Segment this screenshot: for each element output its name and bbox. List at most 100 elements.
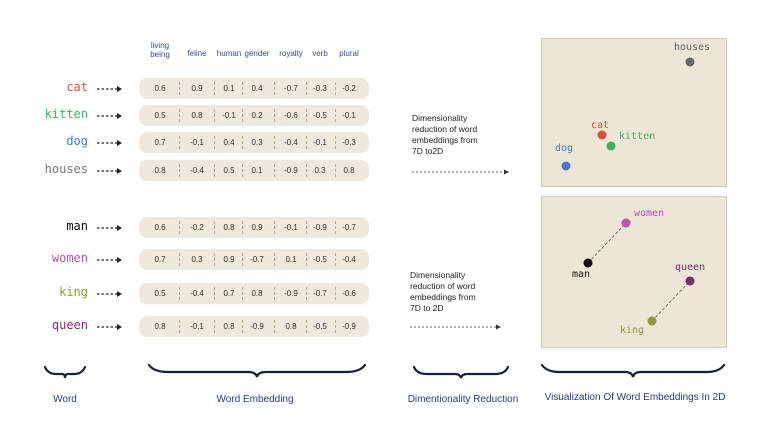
embedding-value: 0.5	[223, 166, 235, 175]
cell-divider	[242, 221, 243, 234]
embedding-value: 0.8	[343, 166, 355, 175]
cell-divider	[179, 82, 180, 95]
embedding-value: 0.3	[191, 255, 203, 264]
arrow-kitten	[97, 113, 122, 119]
embedding-value: -0.3	[342, 138, 356, 147]
label-kitten: kitten	[619, 131, 656, 142]
point-houses	[685, 57, 695, 67]
footer-visualization: Visualization Of Word Embeddings In 2D	[544, 392, 726, 403]
embedding-value: 0.7	[154, 255, 166, 264]
cell-divider	[335, 221, 336, 234]
embedding-value: 0.8	[191, 111, 203, 120]
footer-reduction: Dimentionality Reduction	[407, 394, 519, 405]
embedding-value: -0.1	[342, 111, 356, 120]
embedding-value: -0.3	[313, 84, 327, 93]
cell-divider	[274, 136, 275, 149]
reduction-note-top-text: Dimensionality reduction of word embeddi…	[412, 113, 478, 156]
embedding-value: -0.2	[342, 84, 356, 93]
arrow-houses	[97, 168, 122, 174]
cell-divider	[242, 164, 243, 177]
reduction-note-bottom-text: Dimensionality reduction of word embeddi…	[410, 270, 476, 313]
label-dog: dog	[555, 143, 574, 154]
label-houses: houses	[674, 42, 711, 53]
cell-divider	[179, 136, 180, 149]
cell-divider	[242, 82, 243, 95]
point-dog	[561, 161, 571, 171]
cell-divider	[335, 320, 336, 333]
embedding-value: 0.3	[314, 166, 326, 175]
cell-divider	[335, 82, 336, 95]
embedding-value: -0.4	[190, 289, 204, 298]
cell-divider	[306, 82, 307, 95]
word-label-cat: cat	[66, 80, 88, 94]
cell-divider	[242, 287, 243, 300]
embedding-value: -0.6	[342, 289, 356, 298]
cell-divider	[179, 164, 180, 177]
embedding-value: -0.1	[222, 111, 236, 120]
embedding-value: 0.2	[251, 111, 263, 120]
cell-divider	[214, 164, 215, 177]
cell-divider	[214, 136, 215, 149]
embedding-value: -0.1	[284, 223, 298, 232]
panel-animals-plot	[561, 57, 695, 171]
embedding-value: -0.1	[190, 322, 204, 331]
cell-divider	[306, 109, 307, 122]
cell-divider	[179, 221, 180, 234]
label-women: women	[634, 208, 665, 219]
embedding-value: 0.1	[285, 255, 297, 264]
embedding-value: -0.7	[342, 223, 356, 232]
embedding-value: -0.9	[284, 166, 298, 175]
embedding-value: 0.5	[154, 111, 166, 120]
cell-divider	[274, 320, 275, 333]
word-label-man: man	[66, 219, 88, 233]
column-header: gender	[244, 49, 270, 58]
brace-visualization	[541, 363, 725, 378]
arrow-cat	[97, 86, 122, 92]
cell-divider	[179, 253, 180, 266]
footer-word: Word	[53, 394, 77, 405]
cell-divider	[335, 164, 336, 177]
cell-divider	[214, 221, 215, 234]
cell-divider	[274, 221, 275, 234]
embedding-value: 0.8	[223, 322, 235, 331]
word-label-women: women	[51, 251, 88, 265]
visualization-panel-animals: houses cat kitten dog	[541, 38, 727, 187]
embedding-value: 0.9	[191, 84, 203, 93]
cell-divider	[306, 221, 307, 234]
arrow-man	[97, 225, 122, 231]
embedding-value: 0.7	[154, 138, 166, 147]
cell-divider	[274, 82, 275, 95]
cell-divider	[274, 109, 275, 122]
word-label-houses: houses	[44, 162, 88, 176]
embedding-value: 0.8	[154, 322, 166, 331]
cell-divider	[242, 253, 243, 266]
visualization-panel-royalty: women man queen king	[541, 196, 727, 348]
label-king: king	[620, 325, 645, 336]
cell-divider	[274, 253, 275, 266]
column-header: feline	[187, 49, 207, 58]
reduction-note-top: Dimensionality reduction of word embeddi…	[412, 113, 522, 157]
embedding-value: 0.7	[223, 289, 235, 298]
brace-embedding	[148, 363, 366, 378]
cell-divider	[306, 136, 307, 149]
embedding-value: 0.5	[154, 289, 166, 298]
word-label-queen: queen	[51, 318, 88, 332]
column-header: living being	[150, 41, 170, 59]
cell-divider	[242, 109, 243, 122]
cell-divider	[214, 287, 215, 300]
point-queen	[685, 276, 695, 286]
embedding-value: 0.8	[251, 289, 263, 298]
arrow-queen	[97, 324, 122, 330]
cell-divider	[214, 109, 215, 122]
embedding-value: 0.8	[223, 223, 235, 232]
reduction-arrow-bottom	[410, 324, 501, 330]
cell-divider	[335, 109, 336, 122]
embedding-value: 0.4	[223, 138, 235, 147]
embedding-value: -0.4	[190, 166, 204, 175]
cell-divider	[179, 287, 180, 300]
